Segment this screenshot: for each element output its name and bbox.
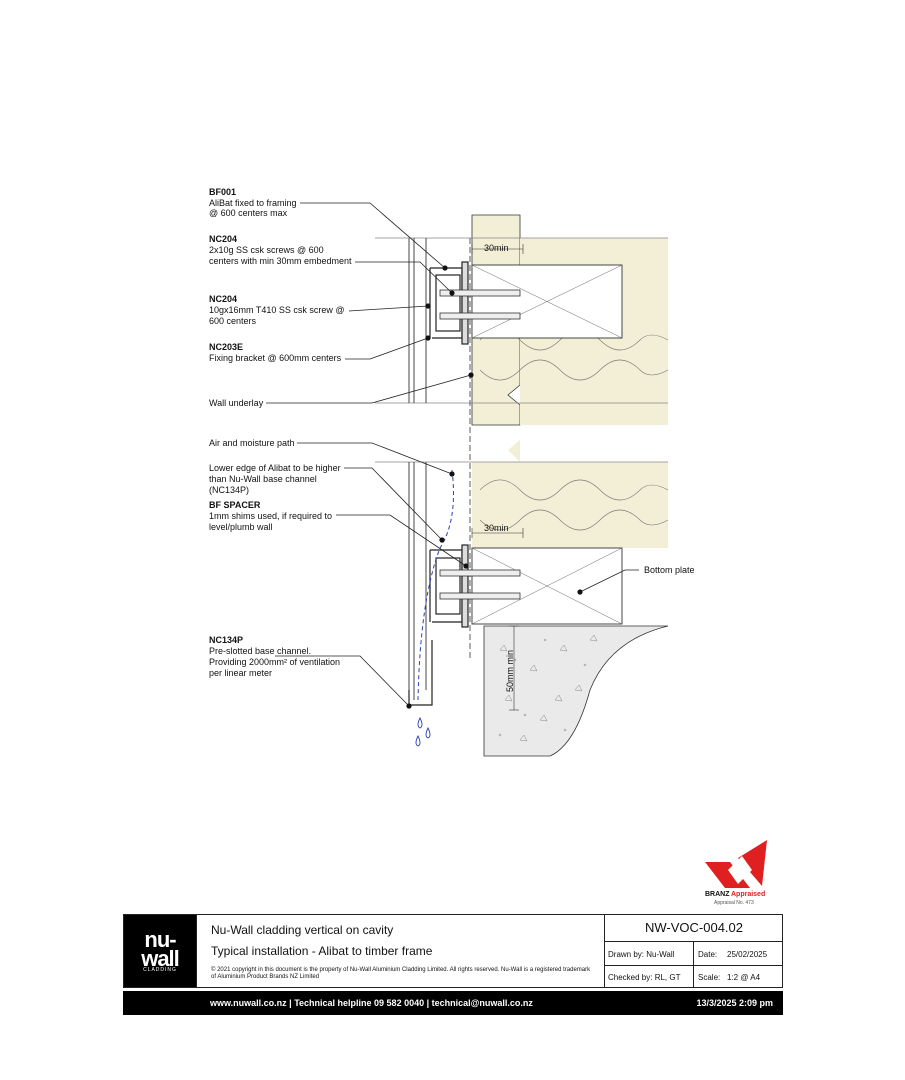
label-nc204b-line2: 600 centers <box>209 316 257 326</box>
dim-30-top-text: 30min <box>484 243 509 253</box>
row-divider <box>693 965 694 988</box>
drawn-by: Drawn by: Nu-Wall <box>608 950 675 959</box>
dimension-50 <box>509 625 519 711</box>
label-bf001-code: BF001 <box>209 187 236 197</box>
top-timber-cross-2 <box>471 264 623 339</box>
footer-contact[interactable]: www.nuwall.co.nz | Technical helpline 09… <box>210 998 533 1008</box>
dim-50-text: 50mm min <box>505 650 515 692</box>
base-channel <box>408 640 433 706</box>
alibat-upper <box>429 261 469 345</box>
dim-30-bottom-text: 30min <box>484 523 509 533</box>
dimension-30-bottom <box>471 528 524 538</box>
logo-line-1: nu- <box>144 927 176 952</box>
label-nc204a-code: NC204 <box>209 234 237 244</box>
date-value: 25/02/2025 <box>727 950 768 959</box>
footer-timestamp: 13/3/2025 2:09 pm <box>696 998 773 1008</box>
label-nc204b-code: NC204 <box>209 294 237 304</box>
concrete-slab <box>483 625 669 757</box>
insulation-lower <box>472 440 520 548</box>
alibat-lower <box>429 544 469 628</box>
logo-line-2: wall <box>141 946 180 971</box>
leader-lines <box>266 202 639 707</box>
footer-bar: www.nuwall.co.nz | Technical helpline 09… <box>123 991 783 1015</box>
checked-by: Checked by: RL, GT <box>608 973 681 982</box>
branz-logo-icon <box>705 840 767 888</box>
label-nc134p-line1: Pre-slotted base channel. <box>209 646 311 656</box>
drawing-subtitle: Typical installation - Alibat to timber … <box>211 944 433 958</box>
date-label: Date: <box>698 950 718 959</box>
drawing-title: Nu-Wall cladding vertical on cavity <box>211 923 394 937</box>
label-lower-edge-line2: than Nu-Wall base channel <box>209 474 317 484</box>
insulation-lower-right <box>520 462 668 548</box>
titles-cell: Nu-Wall cladding vertical on cavity Typi… <box>196 915 605 987</box>
drawn-row: Drawn by: Nu-Wall Date: 25/02/2025 <box>605 942 783 966</box>
logo-subtitle: CLADDING <box>143 967 177 973</box>
label-spacer-line1: 1mm shims used, if required to <box>209 511 332 521</box>
branz-sub: Appraisal No. 473 <box>714 900 754 906</box>
scale-label: Scale: <box>698 973 721 982</box>
label-nc204b-line1: 10gx16mm T410 SS csk screw @ <box>209 305 345 315</box>
copyright-notice: © 2021 copyright in this document is the… <box>211 967 591 980</box>
scale-value: 1:2 @ A4 <box>727 973 761 982</box>
screws-lower <box>439 569 521 600</box>
label-lower-edge-line1: Lower edge of Alibat to be higher <box>209 463 341 473</box>
document-number: NW-VOC-004.02 <box>605 915 783 942</box>
concrete-aggregate <box>498 634 598 742</box>
revision-cell: NW-VOC-004.02 Drawn by: Nu-Wall Date: 25… <box>604 915 783 988</box>
label-nc203e-code: NC203E <box>209 342 243 352</box>
label-spacer-line2: level/plumb wall <box>209 522 273 532</box>
air-moisture-path <box>417 469 454 701</box>
label-nc203e-line1: Fixing bracket @ 600mm centers <box>209 353 342 363</box>
nuwall-logo: nu- wall CLADDING <box>124 915 196 987</box>
label-nc134p-line2: Providing 2000mm² of ventilation <box>209 657 340 667</box>
label-nc204a-line2: centers with min 30mm embedment <box>209 256 352 266</box>
label-wall-underlay: Wall underlay <box>209 398 264 408</box>
label-nc134p-line3: per linear meter <box>209 668 272 678</box>
label-spacer-code: BF SPACER <box>209 500 261 510</box>
cladding-panel <box>408 238 427 700</box>
branz-appraised: Appraised <box>731 891 765 898</box>
water-drops <box>415 716 431 747</box>
label-nc134p-code: NC134P <box>209 635 243 645</box>
screws-upper <box>439 289 521 320</box>
label-bf001-line2: @ 600 centers max <box>209 208 288 218</box>
label-lower-edge-line3: (NC134P) <box>209 485 249 495</box>
leader-dots <box>406 265 583 709</box>
branz-name: BRANZ <box>705 891 730 898</box>
label-nc204a-line1: 2x10g SS csk screws @ 600 <box>209 245 324 255</box>
label-bottom-plate: Bottom plate <box>644 565 695 575</box>
row-divider <box>693 942 694 965</box>
label-bf001-line1: AliBat fixed to framing <box>209 198 297 208</box>
checked-row: Checked by: RL, GT Scale: 1:2 @ A4 <box>605 965 783 988</box>
label-air-path: Air and moisture path <box>209 438 295 448</box>
bottom-plate-cross-2 <box>471 547 623 625</box>
dimension-30-top <box>471 244 524 254</box>
title-block: nu- wall CLADDING Nu-Wall cladding verti… <box>123 914 783 988</box>
